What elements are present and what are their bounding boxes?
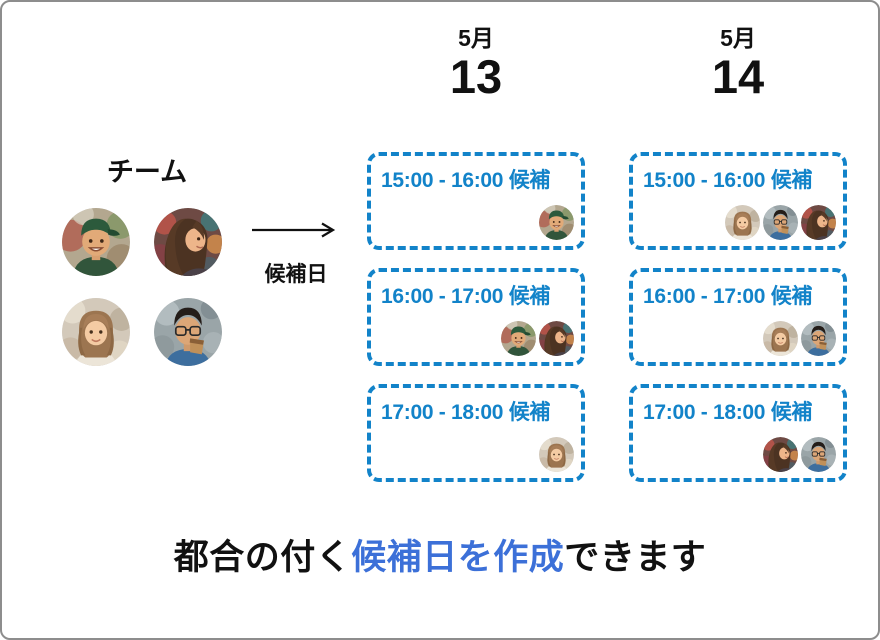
slot-list: 15:00 - 16:00 候補 16:00 - 17:00 候補 17:00 - … bbox=[629, 152, 847, 482]
slot-label: 17:00 - 18:00 候補 bbox=[643, 401, 813, 424]
month-label: 5月 bbox=[720, 25, 756, 51]
attendee-avatar-woman-long-hair bbox=[801, 205, 836, 240]
attendee-avatar-woman-bob bbox=[725, 205, 760, 240]
slot-label: 16:00 - 17:00 候補 bbox=[381, 285, 551, 308]
slot-card: 15:00 - 16:00 候補 bbox=[629, 152, 847, 250]
arrow-right-icon bbox=[252, 222, 336, 238]
slot-label: 15:00 - 16:00 候補 bbox=[381, 169, 551, 192]
caption-suffix: できます bbox=[564, 538, 707, 577]
slot-attendees bbox=[501, 321, 574, 356]
team-title: チーム bbox=[106, 157, 188, 187]
team-avatar-grid bbox=[62, 208, 222, 366]
slot-attendees bbox=[539, 437, 574, 472]
attendee-avatar-woman-long-hair bbox=[763, 437, 798, 472]
caption: 都合の付く候補日を作成できます bbox=[2, 529, 878, 580]
attendee-avatar-man-green-cap bbox=[539, 205, 574, 240]
slot-card: 15:00 - 16:00 候補 bbox=[367, 152, 585, 250]
month-label: 5月 bbox=[458, 25, 494, 51]
slot-list: 15:00 - 16:00 候補 16:00 - 17:00 候補 17:00 - … bbox=[367, 152, 585, 482]
team-avatar-woman-long-hair bbox=[154, 208, 222, 276]
slot-label: 15:00 - 16:00 候補 bbox=[643, 169, 813, 192]
day-number: 13 bbox=[449, 50, 503, 104]
slot-label: 16:00 - 17:00 候補 bbox=[643, 285, 813, 308]
attendee-avatar-man-glasses-coffee bbox=[801, 437, 836, 472]
date-column-may-14: 5月 14 15:00 - 16:00 候補 16:00 - 17:00 候補 17… bbox=[629, 2, 847, 638]
attendee-avatar-woman-bob bbox=[539, 437, 574, 472]
caption-highlight: 候補日を作成 bbox=[351, 538, 565, 577]
team-avatar-woman-bob bbox=[62, 298, 130, 366]
day-number: 14 bbox=[711, 50, 765, 104]
slot-attendees bbox=[725, 205, 836, 240]
team-avatar-man-glasses-coffee bbox=[154, 298, 222, 366]
slot-attendees bbox=[763, 321, 836, 356]
attendee-avatar-woman-long-hair bbox=[539, 321, 574, 356]
slot-card: 17:00 - 18:00 候補 bbox=[629, 384, 847, 482]
slot-label: 17:00 - 18:00 候補 bbox=[381, 401, 551, 424]
attendee-avatar-man-glasses-coffee bbox=[763, 205, 798, 240]
attendee-avatar-woman-bob bbox=[763, 321, 798, 356]
attendee-avatar-man-glasses-coffee bbox=[801, 321, 836, 356]
slot-card: 17:00 - 18:00 候補 bbox=[367, 384, 585, 482]
team-avatar-man-green-cap bbox=[62, 208, 130, 276]
arrow-label: 候補日 bbox=[264, 263, 328, 286]
slot-card: 16:00 - 17:00 候補 bbox=[629, 268, 847, 366]
date-column-may-13: 5月 13 15:00 - 16:00 候補 16:00 - 17:00 候補 17… bbox=[367, 2, 585, 638]
caption-prefix: 都合の付く bbox=[173, 538, 352, 577]
attendee-avatar-man-green-cap bbox=[501, 321, 536, 356]
slot-card: 16:00 - 17:00 候補 bbox=[367, 268, 585, 366]
slot-attendees bbox=[539, 205, 574, 240]
slot-attendees bbox=[763, 437, 836, 472]
